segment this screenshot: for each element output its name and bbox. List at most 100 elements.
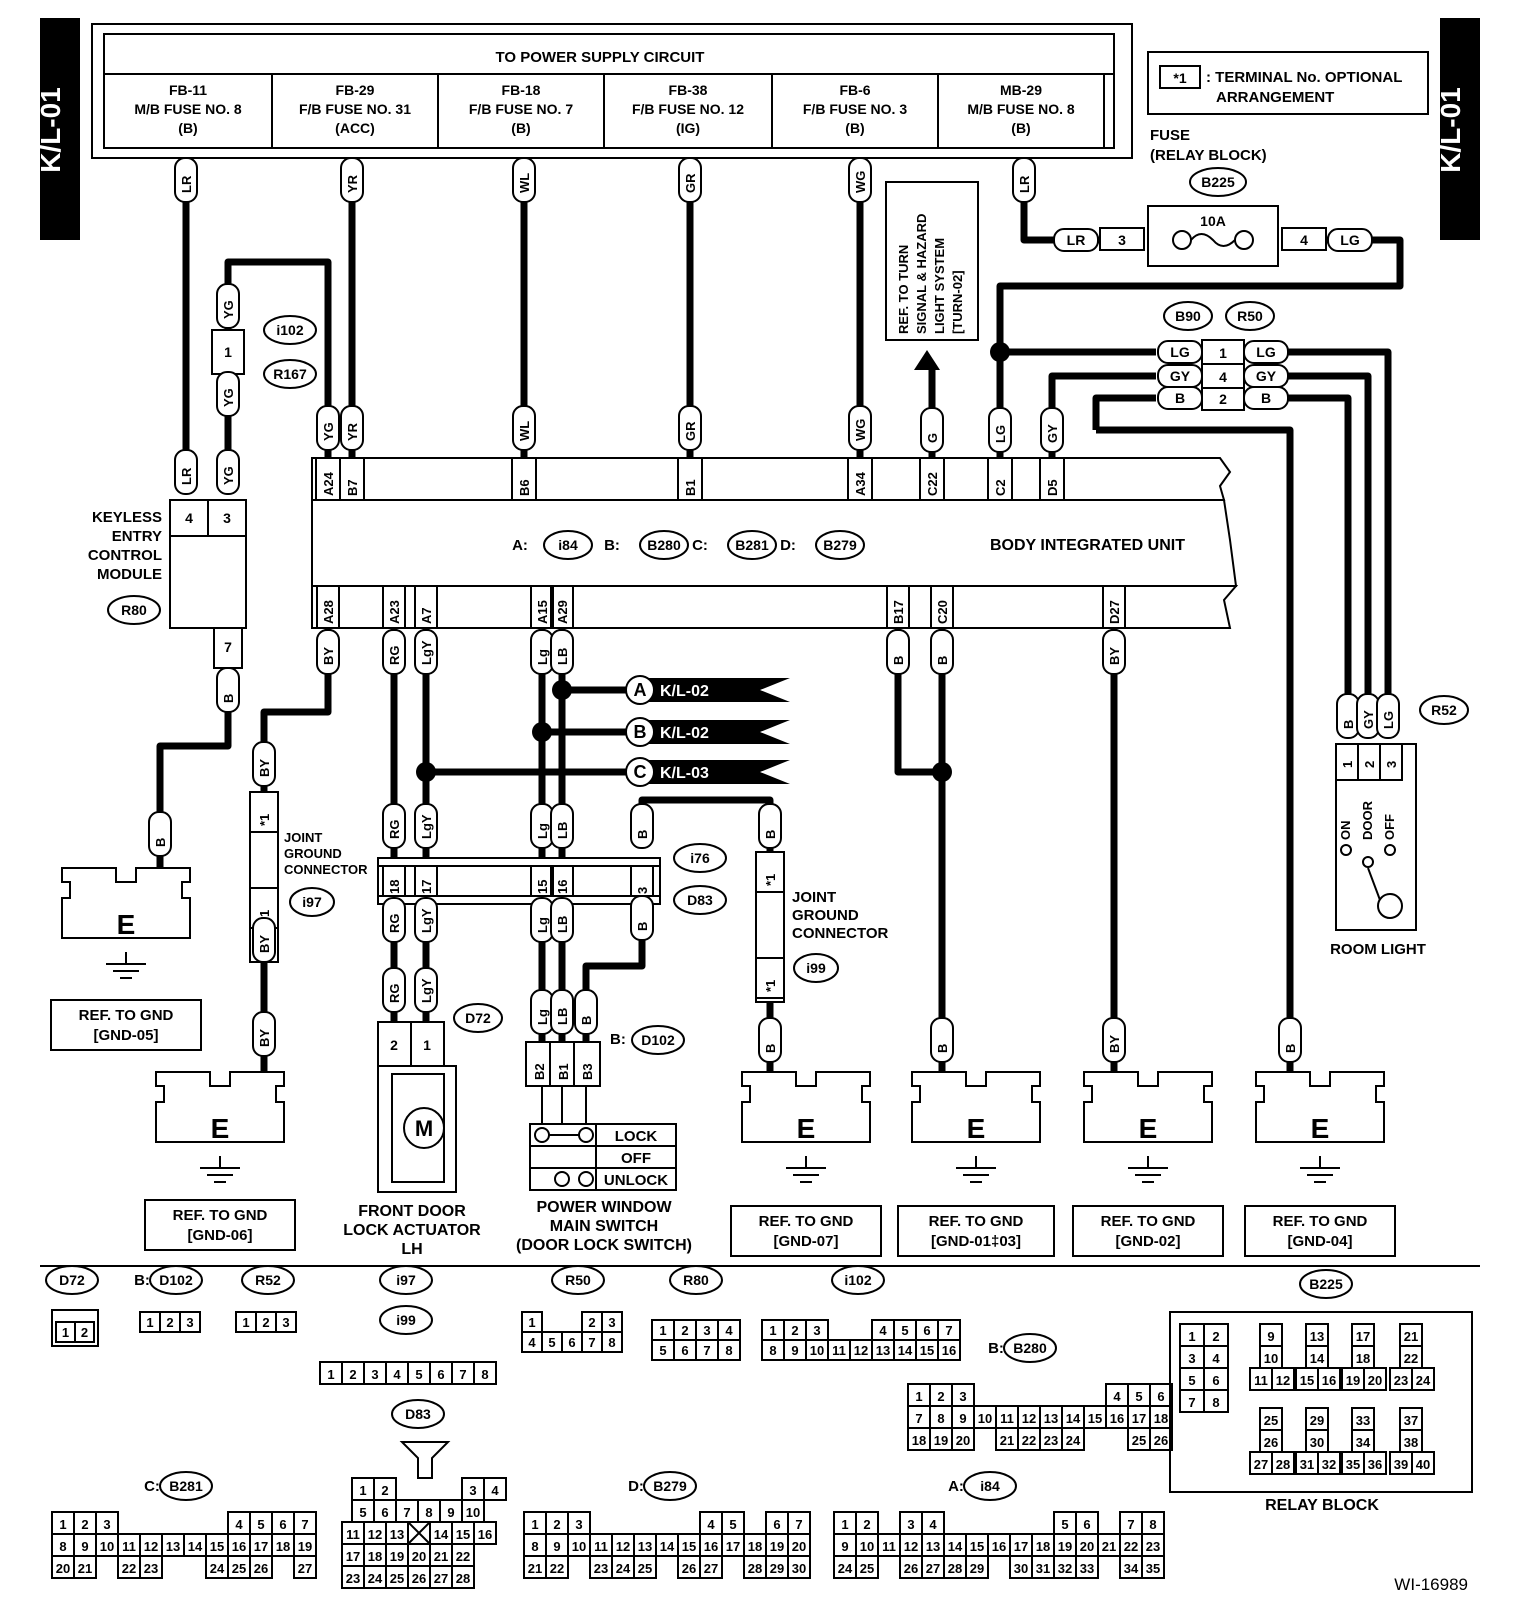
- pin-number: 14: [660, 1539, 675, 1554]
- pin-number: 22: [1404, 1351, 1418, 1366]
- pin-number: 6: [1157, 1389, 1164, 1404]
- ground-ref-box: [897, 1205, 1055, 1257]
- pin-number: 1: [59, 1517, 66, 1532]
- pin-number: 7: [795, 1517, 802, 1532]
- pin-number: 2: [553, 1517, 560, 1532]
- ground-ref: REF. TO GND: [759, 1213, 854, 1230]
- pin-number: 12: [1022, 1411, 1036, 1426]
- wire-color-label: [930, 1017, 954, 1063]
- pin-number: 19: [934, 1433, 948, 1448]
- pin-number: 5: [1135, 1389, 1142, 1404]
- wire-color: LG: [1256, 344, 1276, 360]
- pin-cell: [1317, 1367, 1341, 1391]
- pin-cell: [473, 1521, 497, 1545]
- pin-number: 2: [863, 1517, 870, 1532]
- pin-number: 3: [907, 1517, 914, 1532]
- bcm-pin: C20: [935, 600, 950, 624]
- pin-number: 3: [813, 1323, 820, 1338]
- pin-number: 2: [937, 1389, 944, 1404]
- pin-number: 36: [1368, 1457, 1382, 1472]
- wires: [156, 158, 1404, 1080]
- wire-color: LB: [555, 822, 570, 839]
- ground-ref: REF. TO GND: [1273, 1213, 1368, 1230]
- pin-number: 23: [346, 1571, 360, 1586]
- switch-position: OFF: [1382, 814, 1397, 840]
- keyless-connector: R80: [121, 602, 147, 618]
- pin-cell: [1271, 1451, 1295, 1475]
- figure-id: WI-16989: [1394, 1575, 1468, 1594]
- pin-number: 4: [528, 1335, 536, 1350]
- pin-cell: [275, 1311, 297, 1333]
- pin-number: 22: [456, 1549, 470, 1564]
- pin-number: 18: [276, 1539, 290, 1554]
- wire-color: Lg: [535, 917, 550, 933]
- ground-symbol: E: [1139, 1113, 1158, 1144]
- pin-number: 20: [1080, 1539, 1094, 1554]
- wire-color-label: [414, 897, 438, 943]
- wire-color-label: [1243, 386, 1289, 410]
- connector-prefix: B:: [610, 1031, 626, 1048]
- pin-cell: [1411, 1367, 1435, 1391]
- wire-color-label: [1376, 693, 1400, 739]
- pin-cell: [1075, 1555, 1099, 1579]
- ground-terminal: [741, 1071, 871, 1143]
- wire-color-label: [630, 803, 654, 849]
- pin-number: 4: [725, 1323, 733, 1338]
- pin-number: 32: [1058, 1561, 1072, 1576]
- fuse-label: F/B FUSE NO. 3: [803, 101, 907, 117]
- pin-cell: [601, 1331, 623, 1353]
- fuse-label: FB-11: [169, 82, 207, 98]
- pin-number: 30: [792, 1561, 806, 1576]
- wire-color-label: [1278, 1017, 1302, 1063]
- pin-number: 11: [594, 1539, 608, 1554]
- pin-number: 8: [608, 1335, 615, 1350]
- connector-label: i84: [558, 537, 578, 553]
- pin-number: 15: [1300, 1373, 1314, 1388]
- pin-number: 2: [349, 1367, 356, 1382]
- pin-cell: [717, 1339, 741, 1361]
- wire-color-label: [382, 897, 406, 943]
- pin-number: 18: [368, 1549, 382, 1564]
- wire-color-label: [758, 1017, 782, 1063]
- wire-color: GY: [1361, 710, 1376, 729]
- switch-state: UNLOCK: [604, 1172, 668, 1189]
- pin-number: 28: [948, 1561, 962, 1576]
- pin-number: 12: [144, 1539, 158, 1554]
- keyless-label: ENTRY: [112, 528, 162, 545]
- keyless-label: CONTROL: [88, 547, 162, 564]
- ground-symbol: E: [211, 1113, 230, 1144]
- ground-ref: [GND-01‡03]: [931, 1233, 1021, 1250]
- fuse-label: M/B FUSE NO. 8: [134, 101, 242, 117]
- pin-number: 13: [166, 1539, 180, 1554]
- pin-number: 7: [459, 1367, 466, 1382]
- pin-number: 6: [681, 1343, 688, 1358]
- pin-number: 28: [456, 1571, 470, 1586]
- wire-color-label: [920, 407, 944, 453]
- pin-cell: [293, 1555, 317, 1579]
- pin-number: 20: [792, 1539, 806, 1554]
- pin-number: 34: [1356, 1435, 1371, 1450]
- fuse-label: (IG): [676, 120, 700, 136]
- wire-color-label: [1336, 693, 1360, 739]
- pin-number: 8: [481, 1367, 488, 1382]
- side-tab-right: K/L-01: [1435, 18, 1480, 240]
- pin-number: 35: [1346, 1457, 1360, 1472]
- connector-label: B225: [1309, 1276, 1343, 1292]
- pin-number: 17: [1014, 1539, 1028, 1554]
- pin-number: 24: [368, 1571, 383, 1586]
- bcm-pin: D5: [1045, 479, 1060, 496]
- fuse-label: F/B FUSE NO. 12: [632, 101, 744, 117]
- pin-number: 12: [904, 1539, 918, 1554]
- wire-color: LgY: [419, 814, 434, 839]
- side-tab-label: K/L-01: [35, 87, 66, 173]
- pin-label: 2: [1362, 761, 1377, 768]
- pin-cell: [139, 1555, 163, 1579]
- pin-number: 5: [901, 1323, 908, 1338]
- wire-color: RG: [387, 914, 402, 934]
- pin-number: 1: [242, 1315, 249, 1330]
- connector-label: R52: [1431, 702, 1457, 718]
- off-page-flag: [640, 678, 790, 702]
- wire-color: BY: [257, 759, 272, 777]
- pin-number: 14: [1066, 1411, 1081, 1426]
- turn-ref-line: [TURN-02]: [950, 270, 965, 334]
